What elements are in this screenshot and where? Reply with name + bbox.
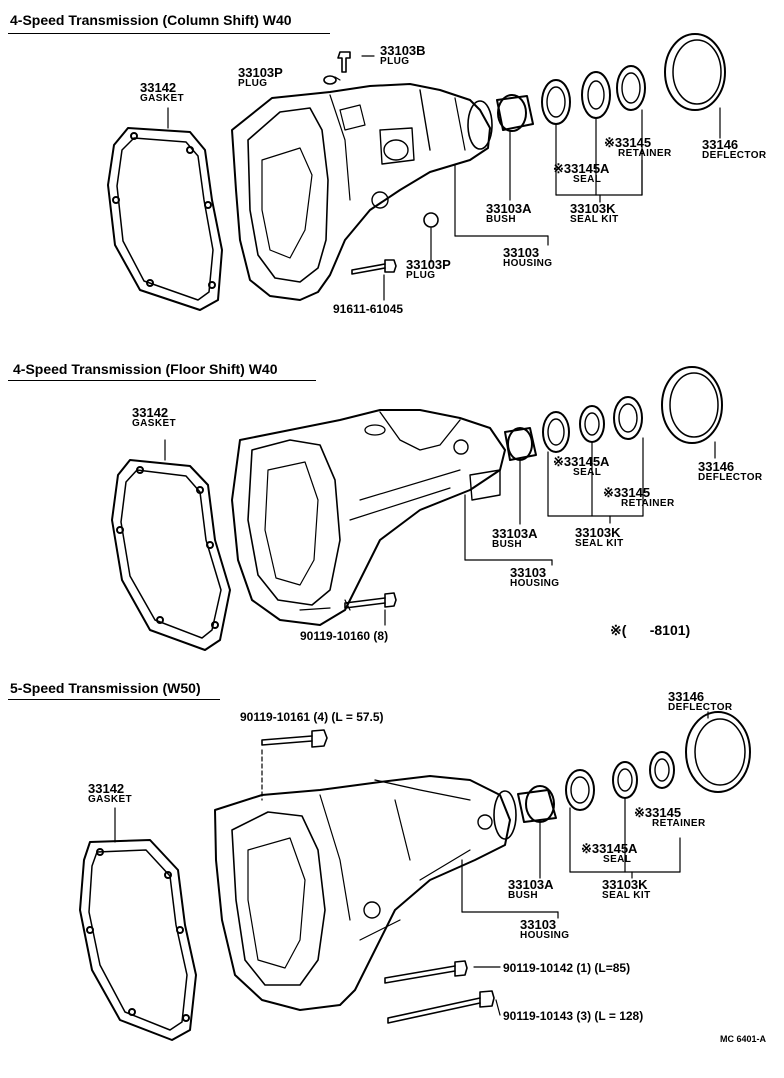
label-bush-1: 33103A BUSH — [486, 201, 532, 225]
label-seal-1: ※33145A SEAL — [553, 161, 610, 185]
label-plug-top-1: 33103B PLUG — [380, 43, 426, 67]
rings-2-drawing — [504, 366, 723, 461]
housing-1-drawing — [231, 83, 493, 301]
label-retainer-2: ※33145 RETAINER — [603, 485, 675, 509]
label-gasket-2: 33142 GASKET — [132, 405, 177, 429]
label-bolt-mid-3: 90119-10142 (1) (L=85) — [503, 961, 631, 975]
label-seal-3: ※33145A SEAL — [581, 841, 638, 865]
label-bush-3: 33103A BUSH — [508, 877, 554, 901]
gasket-3-drawing — [79, 839, 197, 1041]
section-title-5-speed: 5-Speed Transmission (W50) — [10, 680, 201, 696]
label-bolt-2: 90119-10160 (8) — [300, 629, 389, 643]
bolts-3-drawing — [261, 729, 495, 1024]
figure-code: MC 6401-A — [720, 1034, 767, 1044]
section-underline — [8, 699, 220, 700]
section-underline — [8, 33, 330, 34]
gasket-2-drawing — [111, 459, 231, 651]
section-underline — [8, 380, 316, 381]
leaders-1 — [167, 55, 721, 301]
rings-3-drawing — [517, 711, 751, 823]
rings-1-drawing — [496, 33, 726, 132]
leaders-3 — [114, 711, 709, 1016]
label-deflector-3: 33146 DEFLECTOR — [668, 689, 733, 713]
production-date-note: ※( -8101) — [610, 622, 691, 638]
label-retainer-1: ※33145 RETAINER — [604, 135, 672, 159]
label-housing-2: 33103 HOUSING — [510, 565, 560, 589]
label-seal-kit-1: 33103K SEAL KIT — [570, 201, 619, 225]
label-housing-3: 33103 HOUSING — [520, 917, 570, 941]
housing-3-drawing — [214, 775, 517, 1011]
section-title-column-shift: 4-Speed Transmission (Column Shift) W40 — [10, 12, 292, 28]
label-deflector-1: 33146 DEFLECTOR — [702, 137, 767, 161]
label-housing-1: 33103 HOUSING — [503, 245, 553, 269]
label-seal-kit-3: 33103K SEAL KIT — [602, 877, 651, 901]
label-bolt-bottom-3: 90119-10143 (3) (L = 128) — [503, 1009, 644, 1023]
housing-2-drawing — [231, 409, 506, 626]
plug-drawings-1 — [323, 51, 439, 275]
label-bolt-1: 91611-61045 — [333, 302, 404, 316]
label-seal-kit-2: 33103K SEAL KIT — [575, 525, 624, 549]
label-bolt-top-3: 90119-10161 (4) (L = 57.5) — [240, 710, 384, 724]
label-seal-2: ※33145A SEAL — [553, 454, 610, 478]
bolt-2-drawing — [344, 592, 397, 609]
label-gasket-1: 33142 GASKET — [140, 80, 185, 104]
label-retainer-3: ※33145 RETAINER — [634, 805, 706, 829]
label-plug-bottom-1: 33103P PLUG — [406, 257, 451, 281]
section-title-floor-shift: 4-Speed Transmission (Floor Shift) W40 — [13, 361, 278, 377]
label-gasket-3: 33142 GASKET — [88, 781, 133, 805]
label-plug-left-1: 33103P PLUG — [238, 65, 283, 89]
label-bush-2: 33103A BUSH — [492, 526, 538, 550]
leaders-2 — [164, 437, 716, 626]
label-deflector-2: 33146 DEFLECTOR — [698, 459, 763, 483]
gasket-1-drawing — [107, 127, 223, 311]
